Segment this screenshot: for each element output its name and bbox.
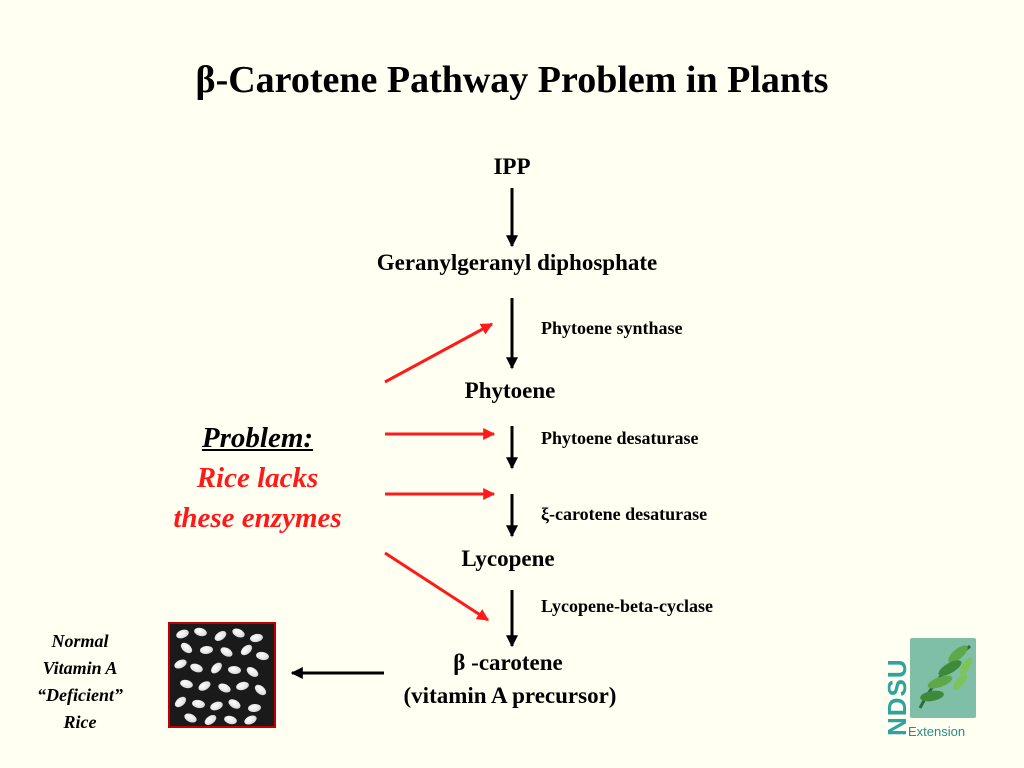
enzyme-zeta-carotene-desaturase: ξ-carotene desaturase xyxy=(541,504,708,524)
problem-callout: Problem: Rice lacks these enzymes xyxy=(140,418,375,538)
node-ipp: IPP xyxy=(493,154,531,179)
ndsu-extension-logo: NDSU Extension xyxy=(876,636,980,744)
logo-extension-text: Extension xyxy=(908,724,966,739)
problem-heading: Problem: xyxy=(201,422,314,454)
problem-line-1: Rice lacks xyxy=(196,462,319,494)
node-geranylgeranyl-diphosphate: Geranylgeranyl diphosphate xyxy=(376,250,658,275)
red-arrow-phytoene-synthase xyxy=(384,322,494,384)
node-phytoene: Phytoene xyxy=(464,378,556,403)
enzyme-lycopene-beta-cyclase: Lycopene-beta-cyclase xyxy=(541,596,713,616)
logo-leaf-icon xyxy=(910,638,976,718)
slide-title: β-Carotene Pathway Problem in Plants xyxy=(195,59,829,101)
node-lycopene: Lycopene xyxy=(461,546,555,571)
rice-caption-line-3: “Deficient” xyxy=(37,685,123,705)
rice-photo xyxy=(168,622,276,728)
node-beta-carotene: β -carotene xyxy=(453,650,563,675)
rice-caption-line-2: Vitamin A xyxy=(42,658,118,678)
enzyme-phytoene-desaturase: Phytoene desaturase xyxy=(541,428,699,448)
rice-caption: Normal Vitamin A “Deficient” Rice xyxy=(20,628,140,736)
problem-line-2: these enzymes xyxy=(173,502,342,534)
enzyme-phytoene-synthase: Phytoene synthase xyxy=(541,318,683,338)
rice-caption-line-1: Normal xyxy=(51,631,109,651)
node-vitamin-a-precursor: (vitamin A precursor) xyxy=(403,683,617,708)
rice-caption-line-4: Rice xyxy=(63,712,97,732)
